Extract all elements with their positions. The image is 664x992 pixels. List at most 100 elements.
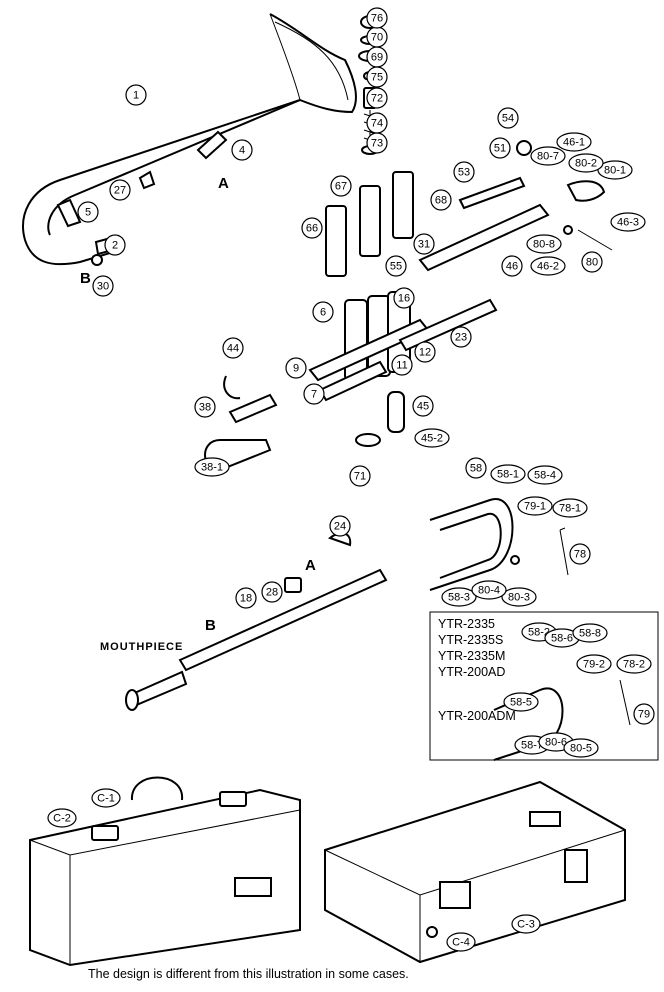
main-tuning-slide [429,498,569,591]
callout-p58: 58 [465,457,487,479]
svg-text:80-6: 80-6 [545,737,567,749]
callout-p73: 73 [366,132,388,154]
callout-p46: 46 [501,255,523,277]
callout-p80-3: 80-3 [501,587,537,607]
callout-p45-2: 45-2 [414,428,450,448]
callout-i79: 79 [633,703,655,725]
callout-p1: 1 [125,84,147,106]
svg-text:80-1: 80-1 [604,165,626,177]
callout-p30: 30 [92,275,114,297]
svg-text:45-2: 45-2 [421,433,443,445]
svg-text:58-3: 58-3 [448,592,470,604]
callout-p16: 16 [393,287,415,309]
callout-p2: 2 [104,234,126,256]
valve-block [308,171,550,447]
callout-p24: 24 [329,515,351,537]
svg-text:12: 12 [419,347,431,359]
callout-p45: 45 [412,395,434,417]
svg-text:58-2: 58-2 [528,627,550,639]
callout-p80: 80 [581,251,603,273]
callout-p55: 55 [385,255,407,277]
callout-p28: 28 [261,581,283,603]
third-slide-parts [458,140,613,251]
callout-p71: 71 [349,465,371,487]
svg-text:71: 71 [354,471,366,483]
callout-p79-1: 79-1 [517,496,553,516]
callout-c4: C-4 [446,932,476,952]
callout-p53: 53 [453,161,475,183]
callout-i79-2: 79-2 [576,654,612,674]
svg-text:80-5: 80-5 [570,743,592,755]
callout-p69: 69 [366,46,388,68]
model-3: YTR-2335M [438,649,505,663]
callout-p54: 54 [497,107,519,129]
model-5: YTR-200ADM [438,709,516,723]
svg-text:7: 7 [311,389,317,401]
svg-text:C-1: C-1 [97,793,115,805]
svg-text:C-3: C-3 [517,919,535,931]
svg-text:27: 27 [114,185,126,197]
svg-text:54: 54 [502,113,514,125]
svg-text:76: 76 [371,13,383,25]
mouthpiece-label: MOUTHPIECE [100,641,183,653]
svg-text:9: 9 [293,363,299,375]
svg-text:80-3: 80-3 [508,592,530,604]
svg-text:58-1: 58-1 [497,469,519,481]
svg-text:58-8: 58-8 [579,628,601,640]
svg-text:78: 78 [574,549,586,561]
callout-p18: 18 [235,587,257,609]
callout-p80-7: 80-7 [530,146,566,166]
callout-p80-2: 80-2 [568,153,604,173]
svg-text:46: 46 [506,261,518,273]
svg-text:66: 66 [306,223,318,235]
svg-text:38: 38 [199,402,211,414]
svg-text:1: 1 [133,90,139,102]
callout-p44: 44 [222,337,244,359]
svg-text:53: 53 [458,167,470,179]
model-2: YTR-2335S [438,633,503,647]
svg-text:31: 31 [418,239,430,251]
arrow-a-label-top: A [218,175,229,192]
model-1: YTR-2335 [438,617,495,631]
svg-text:4: 4 [239,145,245,157]
svg-text:58-7: 58-7 [521,740,543,752]
svg-text:24: 24 [334,521,346,533]
callout-p72: 72 [366,87,388,109]
callout-p38-1: 38-1 [194,457,230,477]
callout-p11: 11 [391,354,413,376]
svg-text:C-2: C-2 [53,813,71,825]
svg-text:46-1: 46-1 [563,137,585,149]
arrow-a-label-bottom: A [305,557,316,574]
svg-text:72: 72 [371,93,383,105]
callout-p46-1: 46-1 [556,132,592,152]
callout-p46-3: 46-3 [610,212,646,232]
case-closed-front [29,776,301,967]
callout-i80-5: 80-5 [563,738,599,758]
svg-text:74: 74 [371,118,383,130]
svg-text:78-2: 78-2 [623,659,645,671]
svg-text:28: 28 [266,587,278,599]
svg-text:80-2: 80-2 [575,158,597,170]
callout-p51: 51 [489,137,511,159]
callout-c3: C-3 [511,914,541,934]
svg-text:C-4: C-4 [452,937,470,949]
callout-p38: 38 [194,396,216,418]
svg-text:73: 73 [371,138,383,150]
callout-p68: 68 [430,189,452,211]
footnote: The design is different from this illust… [88,967,409,981]
first-valve-slide [204,375,278,472]
svg-text:79-2: 79-2 [583,659,605,671]
arrow-b-label-top: B [80,270,91,287]
bell-assembly [22,13,357,266]
callout-p58-4: 58-4 [527,465,563,485]
svg-text:45: 45 [417,401,429,413]
svg-text:6: 6 [320,307,326,319]
svg-text:18: 18 [240,593,252,605]
callout-p6: 6 [312,301,334,323]
svg-text:80-8: 80-8 [533,239,555,251]
svg-text:23: 23 [455,332,467,344]
callout-p12: 12 [414,341,436,363]
svg-text:58-5: 58-5 [510,697,532,709]
callout-i58-8: 58-8 [572,623,608,643]
svg-text:78-1: 78-1 [559,503,581,515]
